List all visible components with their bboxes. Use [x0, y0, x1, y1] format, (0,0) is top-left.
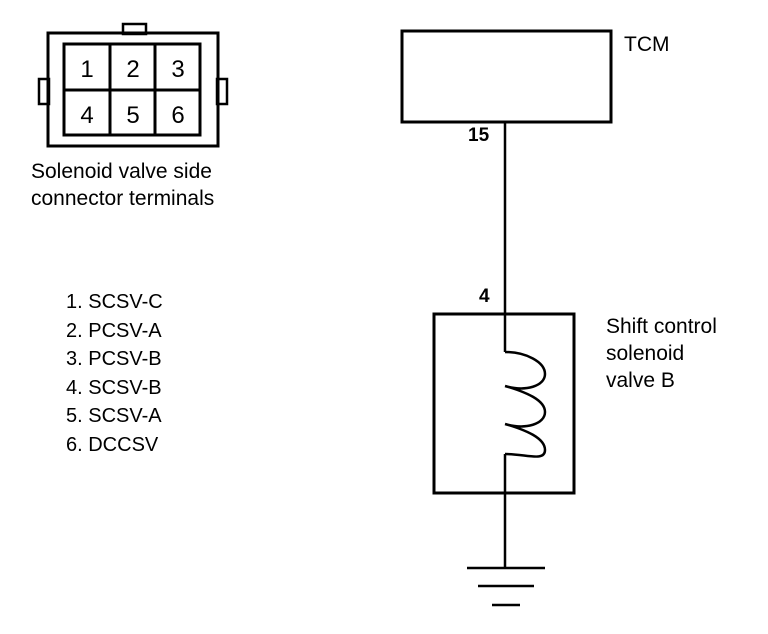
terminal-2: 2	[126, 56, 139, 83]
legend-item: 6. DCCSV	[66, 433, 159, 456]
valve-label: Shift control solenoid valve B	[606, 313, 717, 394]
valve-label-line-2: solenoid	[606, 342, 685, 365]
legend-item: 1. SCSV-C	[66, 291, 163, 313]
ground-symbol	[467, 566, 545, 607]
valve-pin-number: 4	[479, 286, 490, 307]
connector-caption: Solenoid valve side connector terminals	[31, 158, 214, 212]
solenoid-coil-symbol	[504, 350, 547, 458]
tcm-label: TCM	[624, 33, 670, 56]
terminal-3: 3	[171, 56, 184, 83]
connector-top-tab	[121, 22, 148, 36]
tcm-pin-number: 15	[468, 125, 490, 146]
tcm-box	[400, 29, 613, 124]
connector-right-tab	[215, 77, 229, 106]
legend-item: 3. PCSV-B	[66, 348, 162, 371]
terminal-1: 1	[80, 56, 93, 83]
valve-label-line-1: Shift control	[606, 315, 717, 338]
connector-caption-line-1: Solenoid valve side	[31, 160, 212, 183]
valve-label-line-3: valve B	[606, 369, 675, 392]
legend-item: 4. SCSV-B	[66, 376, 162, 399]
legend-item: 2. PCSV-A	[66, 319, 162, 342]
connector	[37, 22, 229, 148]
terminal-legend: 1. SCSV-C 2. PCSV-A 3. PCSV-B 4. SCSV-B …	[66, 288, 163, 460]
terminal-5: 5	[126, 102, 139, 129]
connector-caption-line-2: connector terminals	[31, 187, 215, 210]
legend-item: 5. SCSV-A	[66, 405, 162, 428]
terminal-4: 4	[80, 102, 93, 129]
connector-left-tab	[37, 77, 51, 106]
terminal-6: 6	[171, 102, 184, 129]
